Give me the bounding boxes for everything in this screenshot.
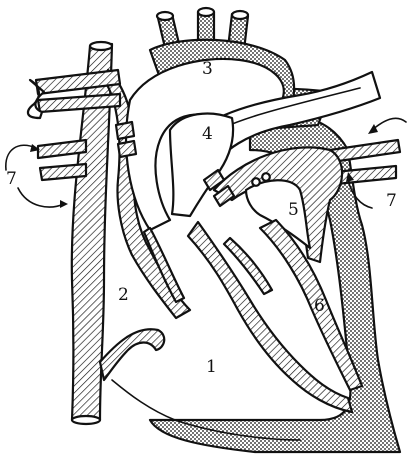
label-5: 5 (288, 200, 299, 220)
label-7-left: 7 (6, 169, 17, 189)
branch-opening-3 (232, 11, 248, 19)
label-2: 2 (118, 285, 129, 305)
label-1: 1 (206, 357, 217, 377)
label-3: 3 (202, 59, 213, 79)
valve-ring-a (252, 178, 260, 186)
strut-2 (118, 141, 136, 157)
label-6: 6 (314, 296, 325, 316)
arrow-7-right-upper (372, 118, 406, 130)
branch-opening-2 (198, 8, 214, 16)
left-pulmonary-vein-lower (40, 164, 86, 180)
strut-1 (116, 122, 134, 139)
valve-ring-b (262, 173, 270, 181)
label-7-right: 7 (386, 191, 397, 211)
tricuspid-hook (100, 329, 164, 380)
label-4: 4 (202, 124, 213, 144)
arrowhead-7-left-lower (60, 200, 68, 208)
vena-cava-bottom-opening (72, 416, 100, 424)
arrow-7-left-lower (18, 188, 64, 207)
branch-opening-1 (157, 12, 173, 20)
vena-cava-top-opening (90, 42, 112, 50)
